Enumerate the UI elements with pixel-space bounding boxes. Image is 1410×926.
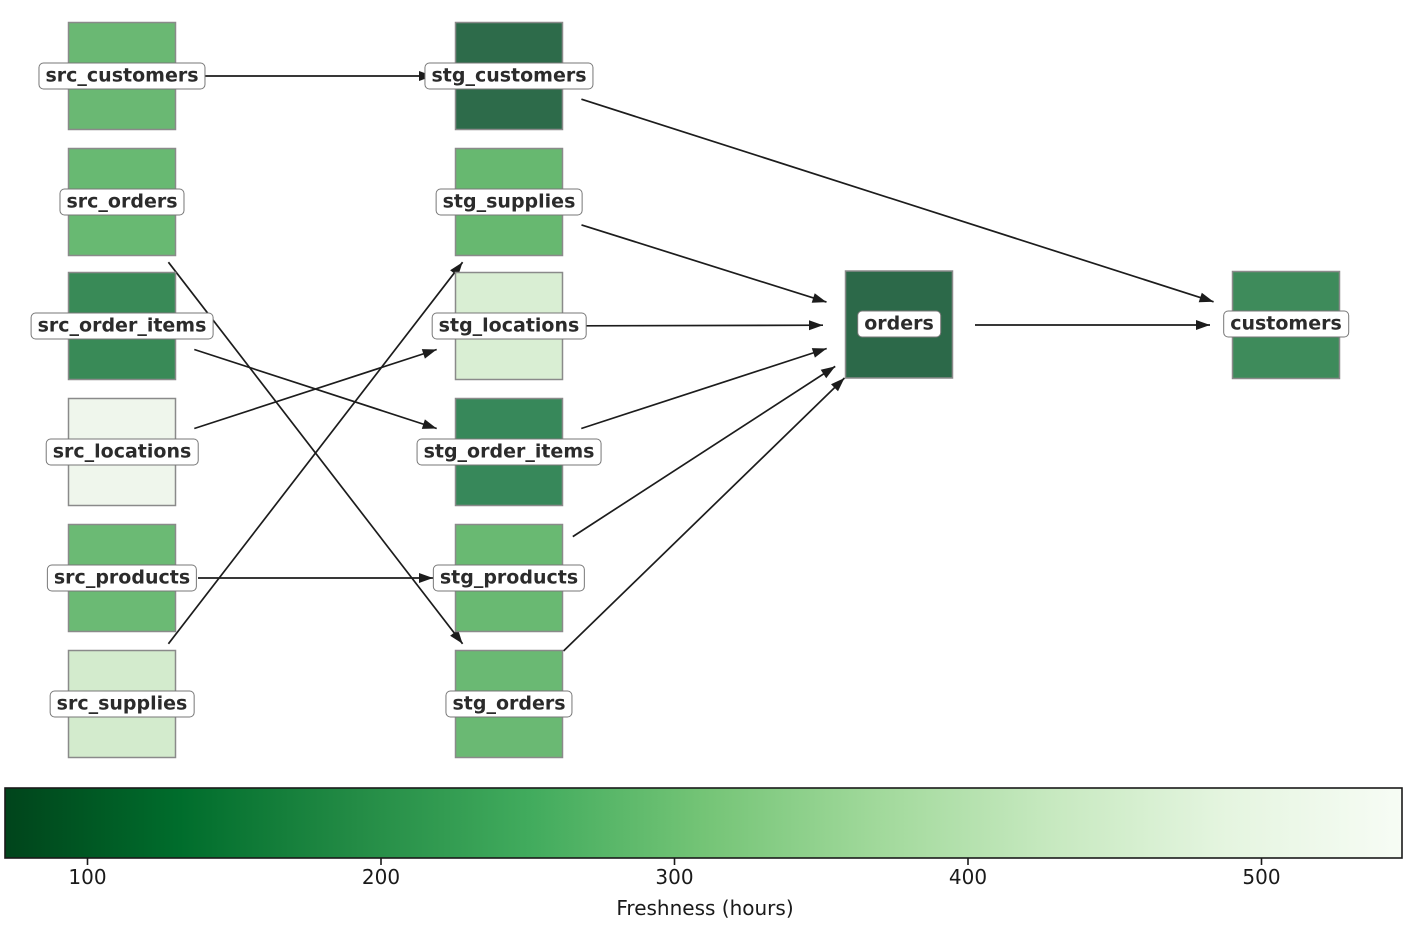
node-label-src-customers: src_customers xyxy=(38,62,206,90)
edge-stg-supplies-orders xyxy=(581,224,827,303)
node-label-src-order-items: src_order_items xyxy=(30,312,214,340)
edge-src-supplies-stg-supplies xyxy=(167,261,464,645)
node-label-customers: customers xyxy=(1223,310,1349,338)
edge-stg-orders-orders xyxy=(562,377,846,652)
node-label-stg-orders: stg_orders xyxy=(445,690,573,718)
colorbar-tick-label-400: 400 xyxy=(948,865,988,889)
nodes-layer xyxy=(67,21,1341,759)
edge-src-customers-stg-customers xyxy=(198,71,433,81)
node-label-src-orders: src_orders xyxy=(59,188,185,216)
colorbar-axis-label: Freshness (hours) xyxy=(616,896,794,920)
edge-src-products-stg-products xyxy=(198,573,433,583)
node-label-orders: orders xyxy=(857,310,941,338)
edge-stg-order-items-orders xyxy=(581,347,827,430)
colorbar xyxy=(4,787,1403,865)
node-label-stg-products: stg_products xyxy=(432,564,586,592)
edge-stg-customers-customers xyxy=(581,98,1214,303)
node-label-stg-customers: stg_customers xyxy=(424,62,594,90)
edge-stg-products-orders xyxy=(572,365,836,538)
colorbar-tick-label-300: 300 xyxy=(655,865,694,889)
colorbar-bar xyxy=(4,787,1403,859)
node-label-src-locations: src_locations xyxy=(45,438,199,466)
colorbar-tick-label-100: 100 xyxy=(68,865,107,889)
node-label-src-supplies: src_supplies xyxy=(49,690,195,718)
edge-stg-locations-orders xyxy=(584,320,824,331)
node-label-src-products: src_products xyxy=(46,564,198,592)
node-label-stg-supplies: stg_supplies xyxy=(435,188,583,216)
node-label-stg-order-items: stg_order_items xyxy=(416,438,602,466)
node-label-stg-locations: stg_locations xyxy=(431,312,587,340)
edge-orders-customers xyxy=(975,320,1210,330)
edge-src-locations-stg-locations xyxy=(194,348,437,430)
edges-layer xyxy=(167,71,1214,652)
colorbar-tick-label-200: 200 xyxy=(361,865,401,889)
colorbar-tick-label-500: 500 xyxy=(1242,865,1281,889)
